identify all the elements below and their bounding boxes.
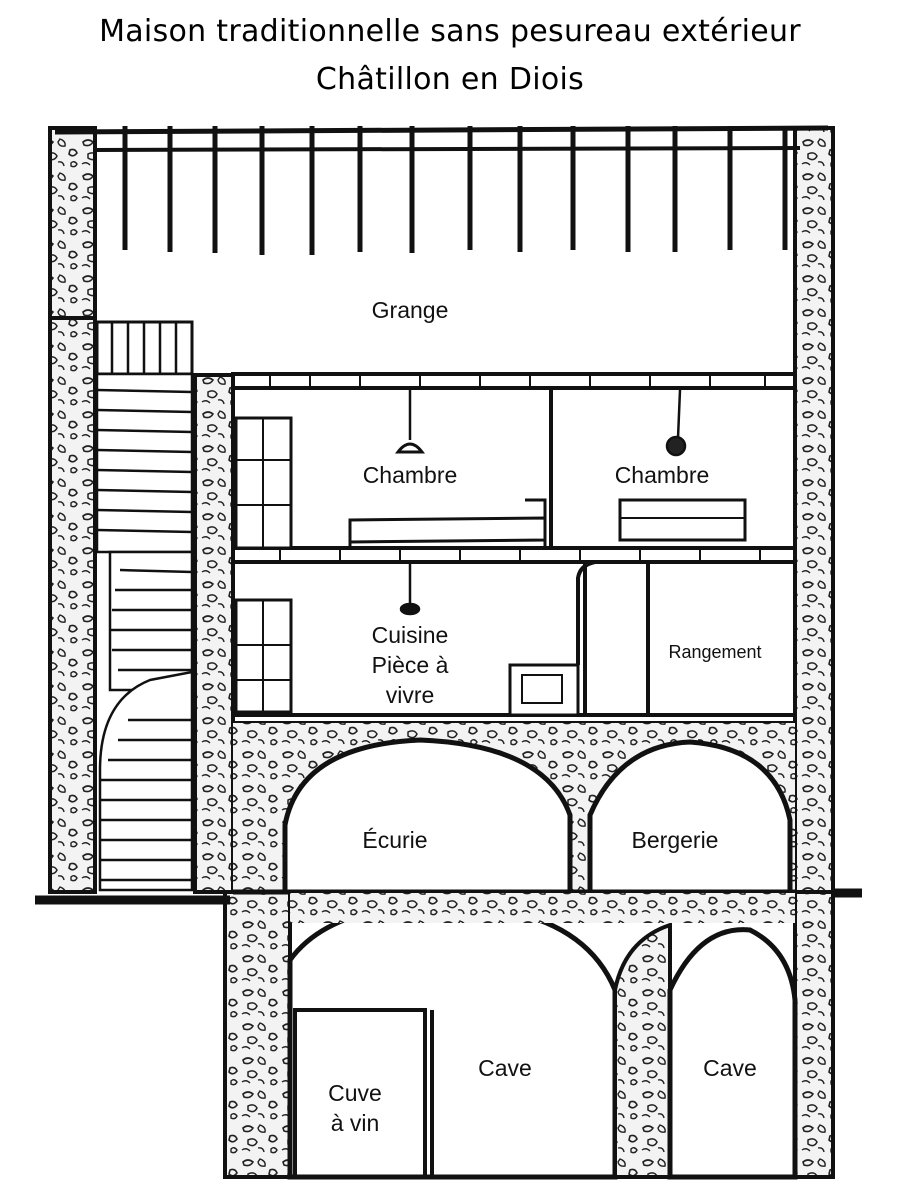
room-label-cave-right: Cave [703,1055,757,1081]
right-outer-wall [793,126,835,894]
ground-line [35,888,862,905]
roof-structure [54,125,829,255]
left-outer-wall [48,126,97,894]
room-label-cuisine-line3: vivre [385,682,435,708]
room-label-ecurie: Écurie [362,827,428,853]
kitchen-stove [508,560,596,717]
bergerie-vault [587,739,793,895]
room-label-rangement: Rangement [668,642,762,662]
lamps [394,389,687,616]
room-label-cave-center: Cave [478,1055,532,1081]
room-label-cuisine: Cuisine Pièce à vivre [320,620,500,710]
diagram-title: Maison traditionnelle sans pesureau exté… [99,14,801,49]
cellar-left-wall [223,890,292,1179]
room-label-cuve-line2: à vin [330,1110,380,1136]
doors [234,416,293,714]
room-label-grange: Grange [371,297,449,323]
stone-walls [48,126,835,1179]
room-label-cuve-line1: Cuve [328,1080,382,1106]
chambre-floor [231,546,797,564]
wine-vat [293,1008,434,1175]
room-label-cuisine-line1: Cuisine [371,622,449,648]
vaults [233,723,798,1180]
room-label-cuisine-line2: Pièce à [371,652,449,678]
partitions [549,388,650,715]
grange-floor [231,372,797,390]
right-lower-wall [793,890,835,1179]
floors [35,372,862,905]
room-label-bergerie: Bergerie [631,827,719,853]
room-label-chambre-left: Chambre [362,462,458,488]
left-inner-wall [193,373,235,894]
room-label-chambre-right: Chambre [614,462,710,488]
room-label-cuve: Cuve à vin [305,1078,405,1138]
ecurie-vault [282,737,573,895]
diagram-subtitle: Châtillon en Diois [315,62,585,97]
staircase [95,320,194,892]
beds [348,498,747,548]
